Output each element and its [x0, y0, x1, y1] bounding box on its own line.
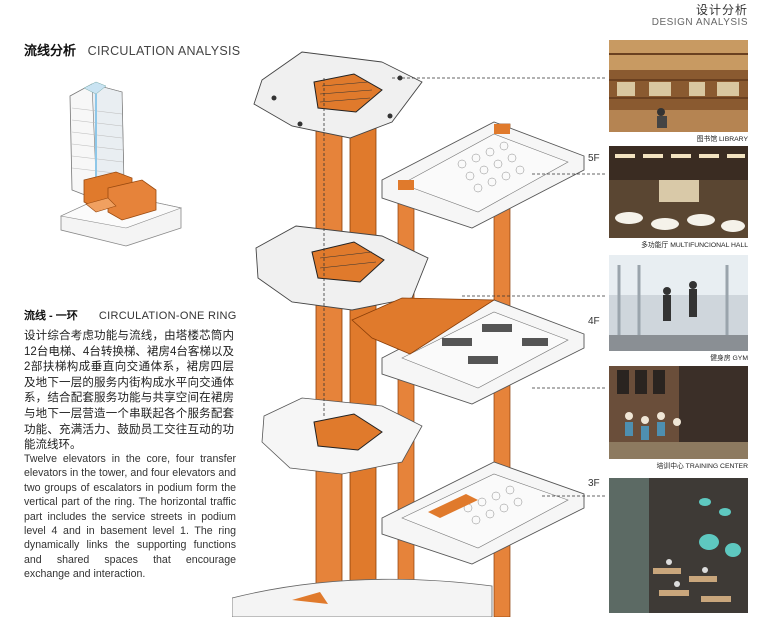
multifunctional-hall-photo [609, 146, 748, 238]
tower-mid-slab-upper [255, 225, 429, 311]
library-photo [609, 40, 748, 132]
multifunctional-hall-caption: 多功能厅 MULTIFUNCIONAL HALL [641, 242, 748, 249]
floor-label-5f: 5F [588, 153, 600, 164]
subsection-title-en: CIRCULATION-ONE RING [98, 310, 237, 322]
section-title: 流线分析 CIRCULATION ANALYSIS [24, 40, 240, 59]
section-title-en: CIRCULATION ANALYSIS [87, 44, 241, 58]
section-title-cn: 流线分析 [24, 43, 77, 58]
floor-label-4f: 4F [588, 316, 600, 327]
podium-slab-5f [381, 121, 585, 229]
body-text-en: Twelve elevators in the core, four trans… [24, 453, 236, 581]
training-center-photo [609, 366, 748, 459]
podium-slab-3f [381, 461, 585, 565]
floor-label-3f: 3F [588, 478, 600, 489]
body-text-cn: 设计综合考虑功能与流线，由塔楼芯筒内12台电梯、4台转换梯、裙房4台客梯以及2部… [24, 330, 234, 452]
leader-lines [323, 77, 607, 497]
gym-photo [609, 255, 748, 351]
header-title-cn: 设计分析 [695, 3, 748, 17]
header-title-en: DESIGN ANALYSIS [651, 17, 748, 28]
core-shaft-right [349, 117, 377, 617]
horizontal-service-street-4f [351, 297, 496, 355]
core-shaft-left [315, 117, 343, 617]
tower-top-slab [253, 51, 423, 139]
tower-mid-slab-lower [261, 397, 423, 475]
dining-hall-photo [609, 478, 748, 613]
training-center-caption: 培训中心 TRAINING CENTER [656, 463, 748, 470]
circulation-axonometric-diagram [232, 51, 607, 617]
tower-thumbnail-diagram [60, 81, 183, 247]
podium-slab-4f [351, 297, 585, 405]
subsection-title-cn: 流线 - 一环 [24, 310, 78, 322]
gym-caption: 健身房 GYM [710, 355, 748, 362]
library-caption: 图书馆 LIBRARY [696, 136, 748, 143]
podium-slab-base [232, 578, 493, 617]
subsection-title: 流线 - 一环 CIRCULATION-ONE RING [24, 307, 237, 323]
